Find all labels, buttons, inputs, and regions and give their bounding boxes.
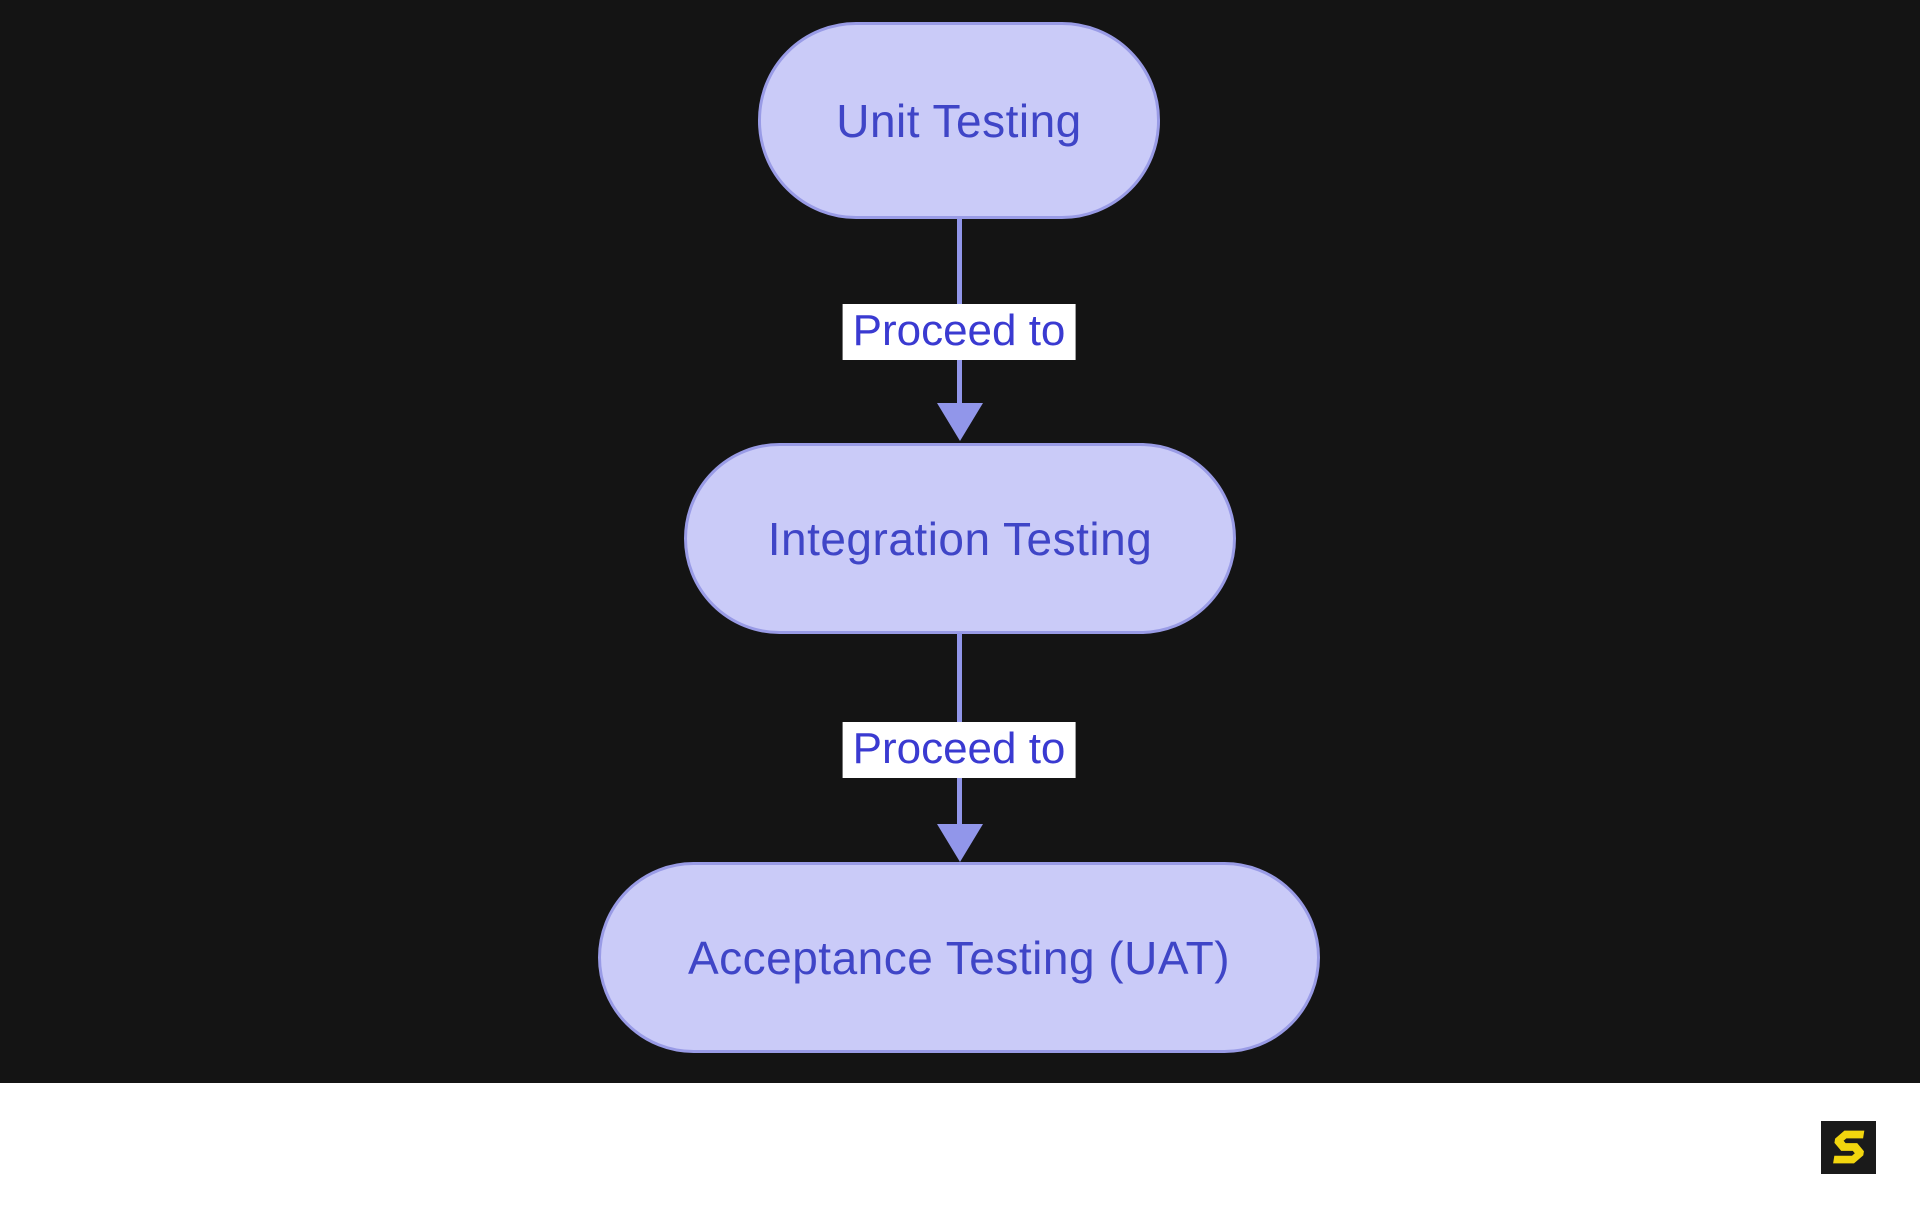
flow-node-integration-testing: Integration Testing — [684, 443, 1236, 634]
arrow-down-icon — [937, 403, 983, 441]
footer-band — [0, 1083, 1920, 1215]
node-label: Acceptance Testing (UAT) — [687, 931, 1231, 984]
edge-label: Proceed to — [842, 304, 1076, 361]
edge-label: Proceed to — [842, 722, 1076, 779]
brand-logo — [1821, 1121, 1876, 1174]
flow-node-acceptance-testing: Acceptance Testing (UAT) — [598, 862, 1320, 1053]
node-label: Integration Testing — [767, 512, 1153, 565]
arrow-down-icon — [937, 824, 983, 862]
flow-node-unit-testing: Unit Testing — [758, 22, 1160, 219]
node-label: Unit Testing — [836, 94, 1082, 147]
s-logo-icon — [1833, 1130, 1865, 1164]
